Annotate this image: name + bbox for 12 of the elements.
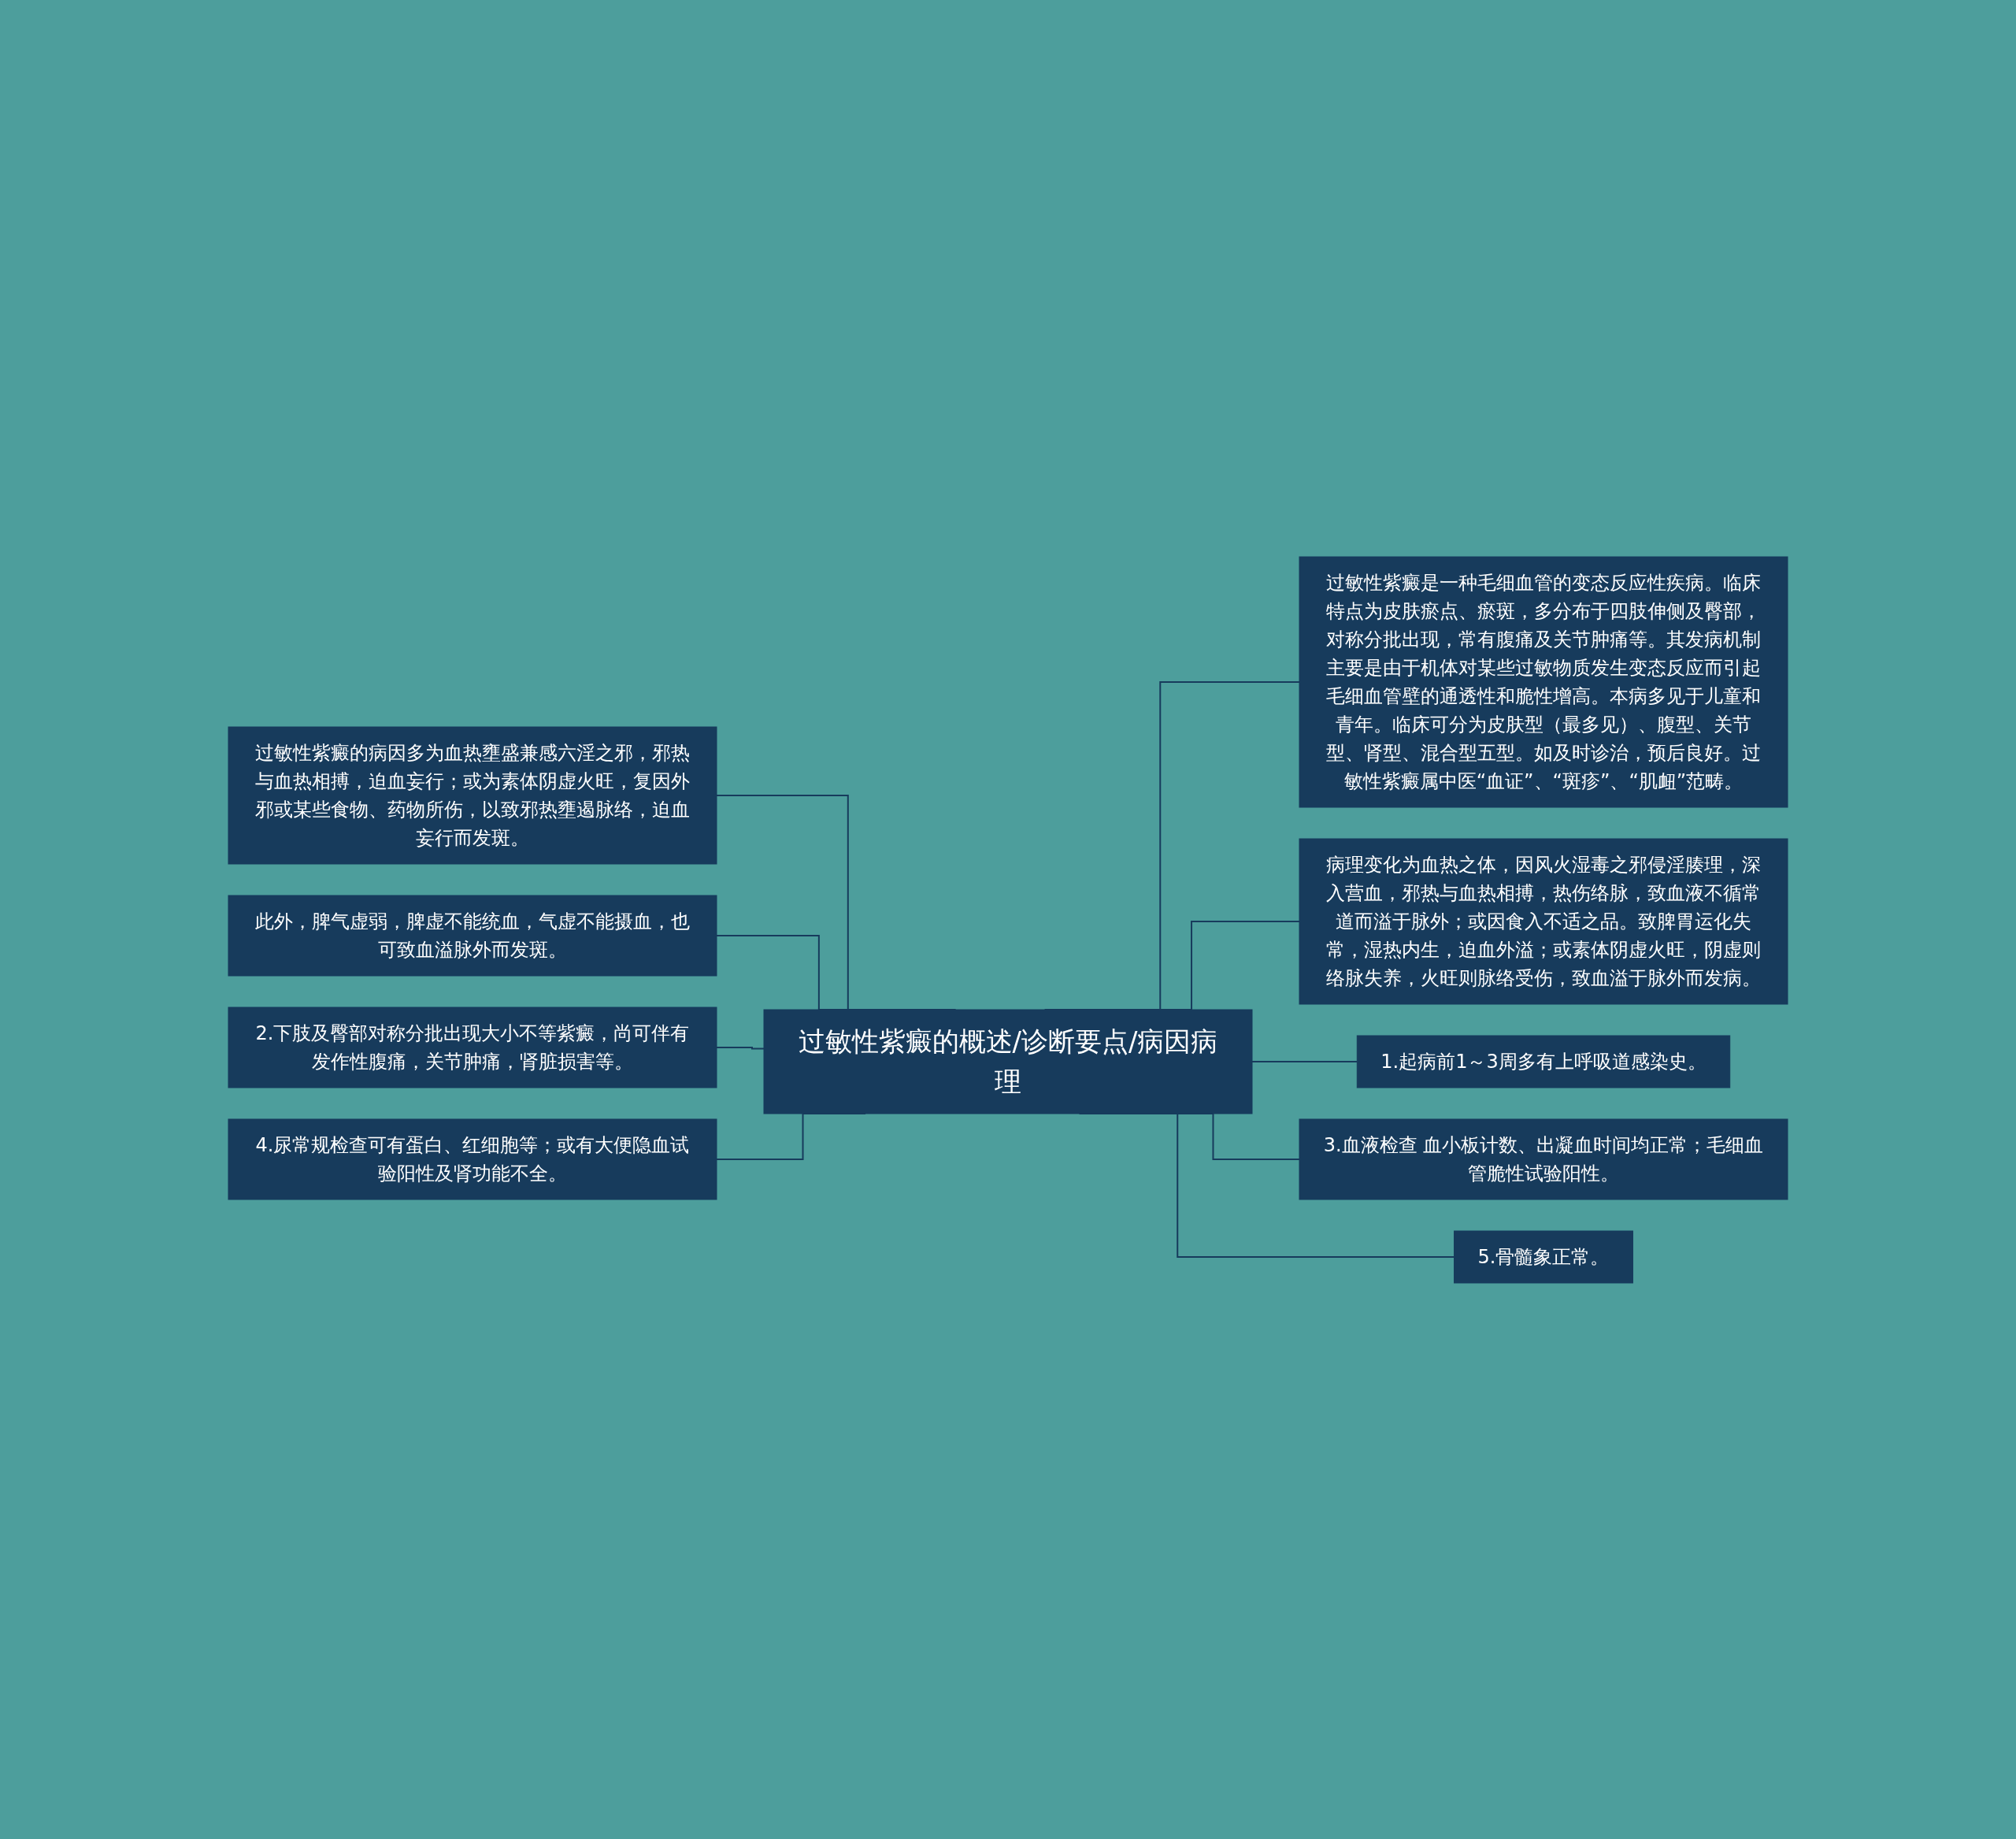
node-box: 2.下肢及臀部对称分批出现大小不等紫癜，尚可伴有发作性腹痛，关节肿痛，肾脏损害等。 xyxy=(228,1007,717,1088)
connector xyxy=(716,1046,765,1050)
node-box: 过敏性紫癜的病因多为血热壅盛兼感六淫之邪，邪热与血热相搏，迫血妄行；或为素体阴虚火旺，复因外邪或某些食物、药物所伤，以致邪热壅遏脉络，迫血妄行而发斑。 xyxy=(228,726,717,864)
node-box: 1.起病前1～3周多有上呼吸道感染史。 xyxy=(1356,1035,1731,1088)
node-box: 病理变化为血热之体，因风火湿毒之邪侵淫腠理，深入营血，邪热与血热相搏，热伤络脉，致血液不循常道而溢于脉外；或因食入不适之品。致脾胃运化失常，湿热内生，迫血外溢；或素体阴虚火旺，阴虚则络脉失养，火旺则脉络受伤，致血溢于脉外而发病。 xyxy=(1299,838,1788,1004)
node-box: 5.骨髓象正常。 xyxy=(1454,1230,1633,1283)
node-box: 此外，脾气虚弱，脾虚不能统血，气虚不能摄血，也可致血溢脉外而发斑。 xyxy=(228,895,717,976)
node-box: 3.血液检查 血小板计数、出凝血时间均正常；毛细血管脆性试验阳性。 xyxy=(1299,1118,1788,1199)
node-box: 过敏性紫癜是一种毛细血管的变态反应性疾病。临床特点为皮肤瘀点、瘀斑，多分布于四肢伸侧及臀部，对称分批出现，常有腹痛及关节肿痛等。其发病机制主要是由于机体对某些过敏物质发生变态反应而引起毛细血管壁的通透性和脆性增高。本病多见于儿童和青年。临床可分为皮肤型（最多见）、腹型、关节型、肾型、混合型五型。如及时诊治，预后良好。过敏性紫癜属中医“血证”、“斑疹”、“肌衄”范畴。 xyxy=(1299,556,1788,807)
connector xyxy=(1251,1060,1358,1062)
node-box: 4.尿常规检查可有蛋白、红细胞等；或有大便隐血试验阳性及肾功能不全。 xyxy=(228,1118,717,1199)
node-box: 过敏性紫癜的概述/诊断要点/病因病理 xyxy=(763,1009,1253,1114)
